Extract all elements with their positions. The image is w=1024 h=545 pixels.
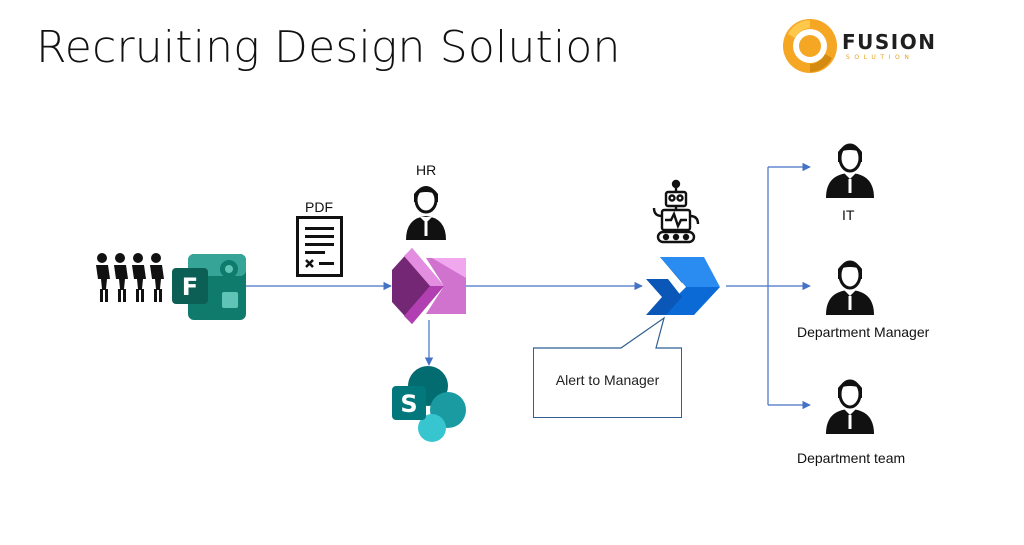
- pdf-label: PDF: [305, 199, 333, 215]
- logo-name: FUSION: [842, 30, 937, 54]
- alert-callout: Alert to Manager: [533, 348, 682, 418]
- logo-subtitle: SOLUTION: [846, 54, 914, 61]
- callout-pointer: [533, 316, 682, 349]
- department-manager-label: Department Manager: [797, 324, 930, 340]
- page-title: Recruiting Design Solution: [36, 22, 621, 73]
- fusion-logo: FUSION SOLUTION: [780, 16, 950, 76]
- fusion-logo-icon: [783, 19, 837, 73]
- it-label: IT: [842, 207, 855, 223]
- callout-text: Alert to Manager: [555, 372, 660, 388]
- hr-label: HR: [416, 162, 437, 178]
- department-team-label: Department team: [797, 450, 906, 466]
